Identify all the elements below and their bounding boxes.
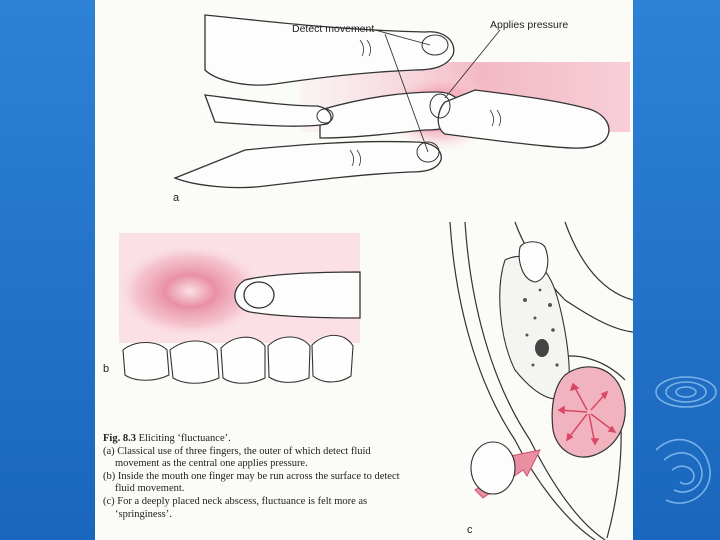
figure-number: Fig. 8.3 [103, 433, 136, 444]
figure-caption: Fig. 8.3 Eliciting ‘fluctuance’. (a) Cla… [103, 433, 403, 521]
panel-a-label: a [173, 192, 180, 204]
figure-title: Eliciting ‘fluctuance’. [139, 433, 231, 444]
panel-b-label: b [103, 363, 109, 375]
caption-title: Fig. 8.3 Eliciting ‘fluctuance’. [103, 433, 403, 446]
caption-line-b: (b) Inside the mouth one finger may be r… [103, 471, 403, 496]
probing-finger [235, 272, 360, 318]
nerve-canal [535, 339, 549, 357]
three-fingers [175, 15, 609, 188]
panel-b: b [103, 233, 360, 383]
water-ripple-decoration [646, 360, 720, 530]
panel-c: c [450, 222, 633, 540]
detect-movement-label: Detect movement [292, 23, 374, 35]
panel-c-label: c [467, 524, 473, 536]
caption-line-c: (c) For a deeply placed neck abscess, fl… [103, 496, 403, 521]
applies-pressure-label: Applies pressure [490, 19, 568, 31]
caption-line-a: (a) Classical use of three fingers, the … [103, 446, 403, 471]
textbook-page: Detect movement Applies pressure a b [95, 0, 633, 540]
panel-a: Detect movement Applies pressure a [173, 15, 630, 204]
palpating-finger [471, 442, 515, 494]
